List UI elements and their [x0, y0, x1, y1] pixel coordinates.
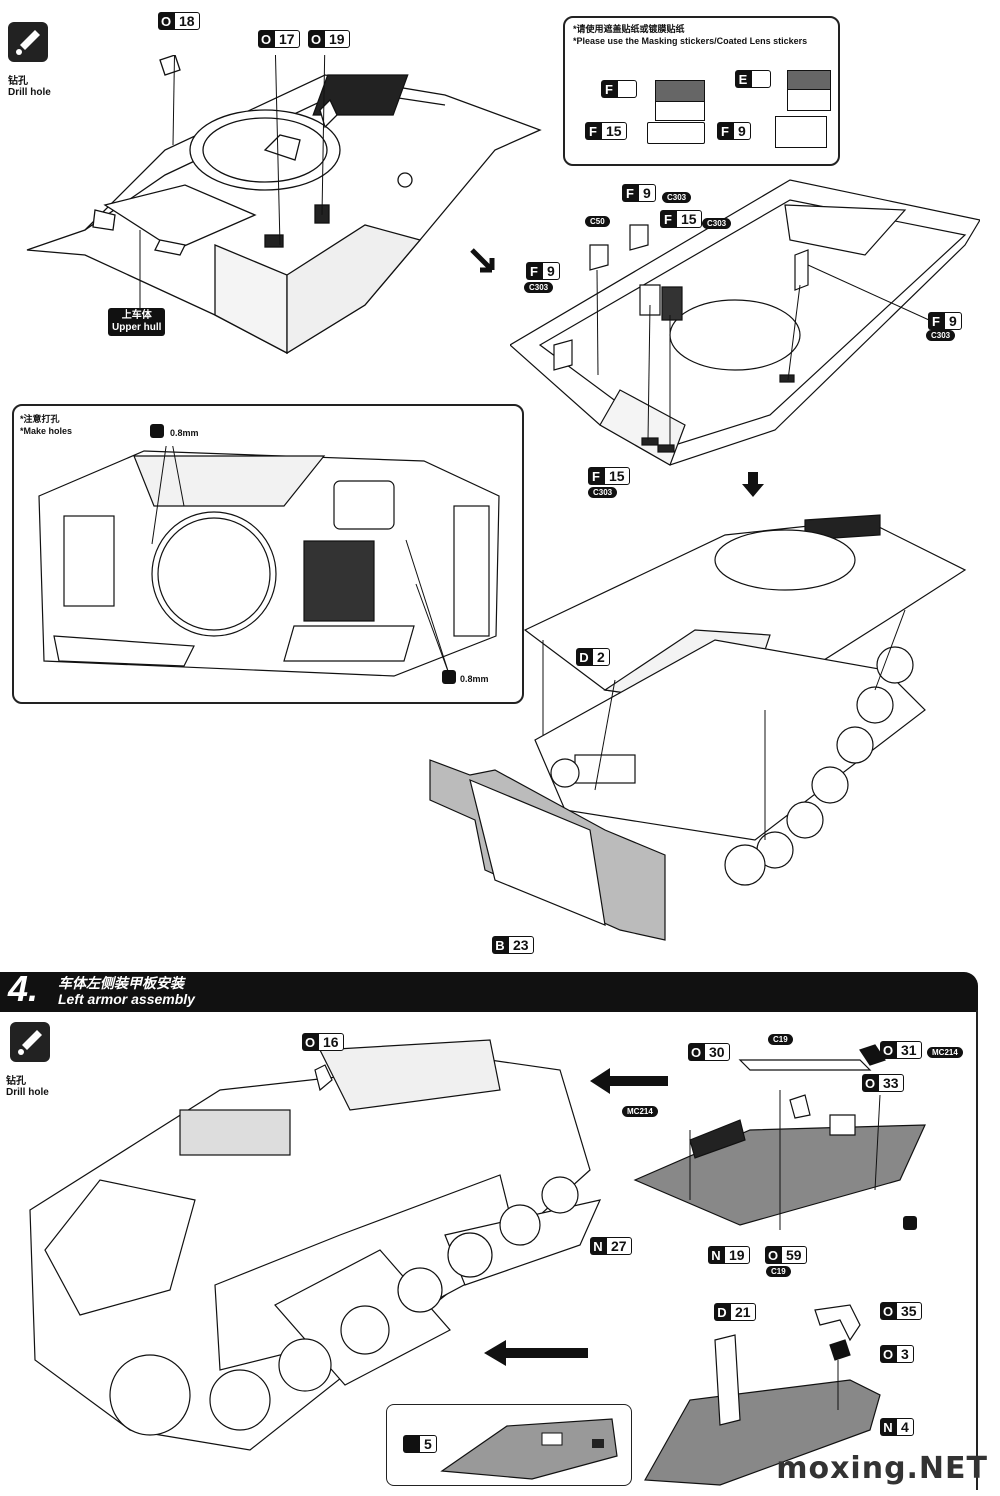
drill-mark-icon	[903, 1216, 917, 1230]
masking-note-box: *请使用遮盖贴纸或镀膜贴纸 *Please use the Masking st…	[563, 16, 840, 166]
step4-frame	[0, 1010, 978, 1490]
upper-hull-en: Upper hull	[112, 322, 162, 333]
paint-c303-e: C303	[588, 487, 618, 498]
upper-hull-tag: 上车体 Upper hull	[108, 308, 166, 336]
armor-plate-subassembly-1	[633, 1044, 926, 1230]
paint-c303-d: C303	[926, 330, 956, 341]
drill-icon	[8, 22, 48, 62]
down-arrow-icon	[742, 472, 764, 497]
upper-hull-drawing	[26, 55, 542, 355]
inner-hull-assembly	[510, 179, 980, 466]
left-arrow-icon-2	[484, 1340, 588, 1366]
f15-part-shape	[647, 122, 705, 144]
sticker-f-label: F	[601, 80, 637, 98]
drill-size-1: 0.8mm	[170, 428, 199, 438]
sticker-f-rect	[655, 100, 705, 121]
sticker-e-rect	[787, 88, 831, 111]
drill-label-step4: 钻孔 Drill hole	[6, 1076, 49, 1098]
upper-hull-cn: 上车体	[121, 310, 152, 321]
drill-size-2: 0.8mm	[460, 674, 489, 684]
make-holes-cn: *注意打孔	[20, 414, 60, 424]
armor-plate-subassembly-2	[644, 1304, 881, 1486]
sticker-e-swatch	[787, 70, 831, 90]
make-holes-panel: *注意打孔 *Make holes 0.8mm 0.8mm	[12, 404, 524, 704]
step4-header-bar	[0, 972, 978, 1012]
drill-icon-step4	[10, 1022, 50, 1062]
paint-c50: C50	[585, 216, 610, 227]
paint-c19-b: C19	[766, 1266, 791, 1277]
drill-label-step4-cn: 钻孔	[6, 1076, 26, 1087]
vehicle-side-drawing	[29, 1039, 602, 1451]
part-5: 5	[403, 1435, 437, 1453]
watermark: moxing.NET	[776, 1451, 988, 1486]
paint-mc214-b: MC214	[927, 1047, 963, 1058]
step4-title: 车体左侧装甲板安装 Left armor assembly	[58, 975, 195, 1007]
step4-number: 4.	[8, 968, 39, 1009]
plate-5-drawing	[440, 1418, 618, 1480]
step4-title-en: Left armor assembly	[58, 991, 195, 1007]
hull-chassis-assembly	[429, 514, 967, 941]
drill-size-icon-1	[150, 424, 164, 438]
drill-label-step4-en: Drill hole	[6, 1087, 49, 1098]
f9-part-shape	[775, 116, 827, 148]
paint-c303-a: C303	[662, 192, 692, 203]
drill-label-cn: 钻孔	[8, 76, 28, 87]
masking-note-cn: *请使用遮盖贴纸或镀膜贴纸	[573, 24, 685, 34]
sticker-f-swatch	[655, 80, 705, 102]
diagonal-arrow-icon	[470, 248, 495, 273]
step4-title-cn: 车体左侧装甲板安装	[58, 975, 184, 991]
paint-c303-b: C303	[702, 218, 732, 229]
drill-label-en: Drill hole	[8, 87, 51, 98]
sticker-e-label: E	[735, 70, 771, 88]
drill-label: 钻孔 Drill hole	[8, 76, 51, 98]
left-arrow-icon-1	[590, 1068, 668, 1094]
paint-c303-c: C303	[524, 282, 554, 293]
plate-5-panel: 5	[386, 1404, 632, 1486]
hull-underside-drawing	[38, 446, 500, 677]
drill-size-icon-2	[442, 670, 456, 684]
paint-c19-a: C19	[768, 1034, 793, 1045]
masking-note-en: *Please use the Masking stickers/Coated …	[573, 36, 808, 46]
paint-mc214-a: MC214	[622, 1106, 658, 1117]
upper-hull-pointer	[139, 230, 141, 308]
make-holes-en: *Make holes	[20, 426, 73, 436]
